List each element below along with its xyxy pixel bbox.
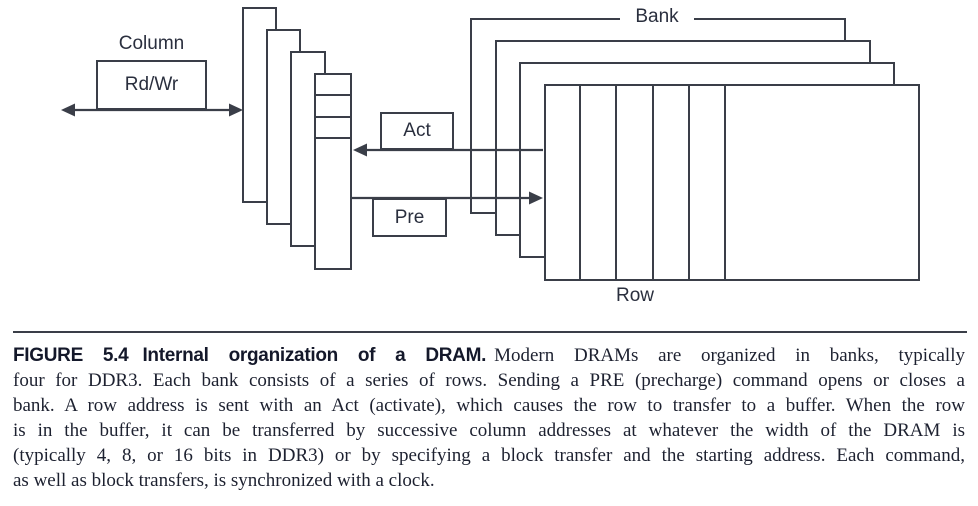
dram-diagram: Bank Row Column Rd/Wr Act Pre (61, 5, 920, 306)
caption-line: four for DDR3. Each bank consists of a s… (13, 370, 965, 391)
row-label: Row (615, 285, 654, 306)
figure-title: Internal organization of a DRAM. (142, 345, 487, 366)
row-divider-line (724, 86, 726, 279)
caption-line: bank. A row address is sent with an Act … (13, 395, 965, 416)
pre-box: Pre (372, 198, 447, 237)
rdwr-box: Rd/Wr (96, 60, 207, 110)
caption-line: as well as block transfers, is synchroni… (13, 470, 435, 491)
caption-line: (typically 4, 8, or 16 bits in DDR3) or … (13, 445, 965, 466)
pre-box-label: Pre (394, 206, 425, 228)
rdwr-box-label: Rd/Wr (124, 74, 179, 95)
caption-line: is in the buffer, it can be transferred … (13, 420, 965, 441)
buffer-panel-4 (314, 73, 352, 270)
act-box: Act (380, 112, 454, 150)
figure-divider-rule (13, 331, 967, 333)
figure-number: FIGURE 5.4 (13, 345, 129, 366)
buffer-cell-divider (316, 94, 350, 96)
row-divider-line (652, 86, 654, 279)
buffer-cell-divider (316, 116, 350, 118)
figure-caption: FIGURE 5.4 Internal organization of a DRA… (13, 343, 965, 493)
caption-text: Modern DRAMs are organized in banks, typ… (494, 345, 965, 366)
row-divider-line (579, 86, 581, 279)
row-divider-line (688, 86, 690, 279)
bank-label: Bank (620, 5, 694, 29)
column-label: Column (118, 33, 185, 54)
bank-rect-4 (544, 84, 920, 281)
row-divider-line (615, 86, 617, 279)
act-box-label: Act (403, 120, 431, 141)
buffer-cell-divider (316, 137, 350, 139)
caption-line: FIGURE 5.4 Internal organization of a DRA… (13, 343, 965, 368)
